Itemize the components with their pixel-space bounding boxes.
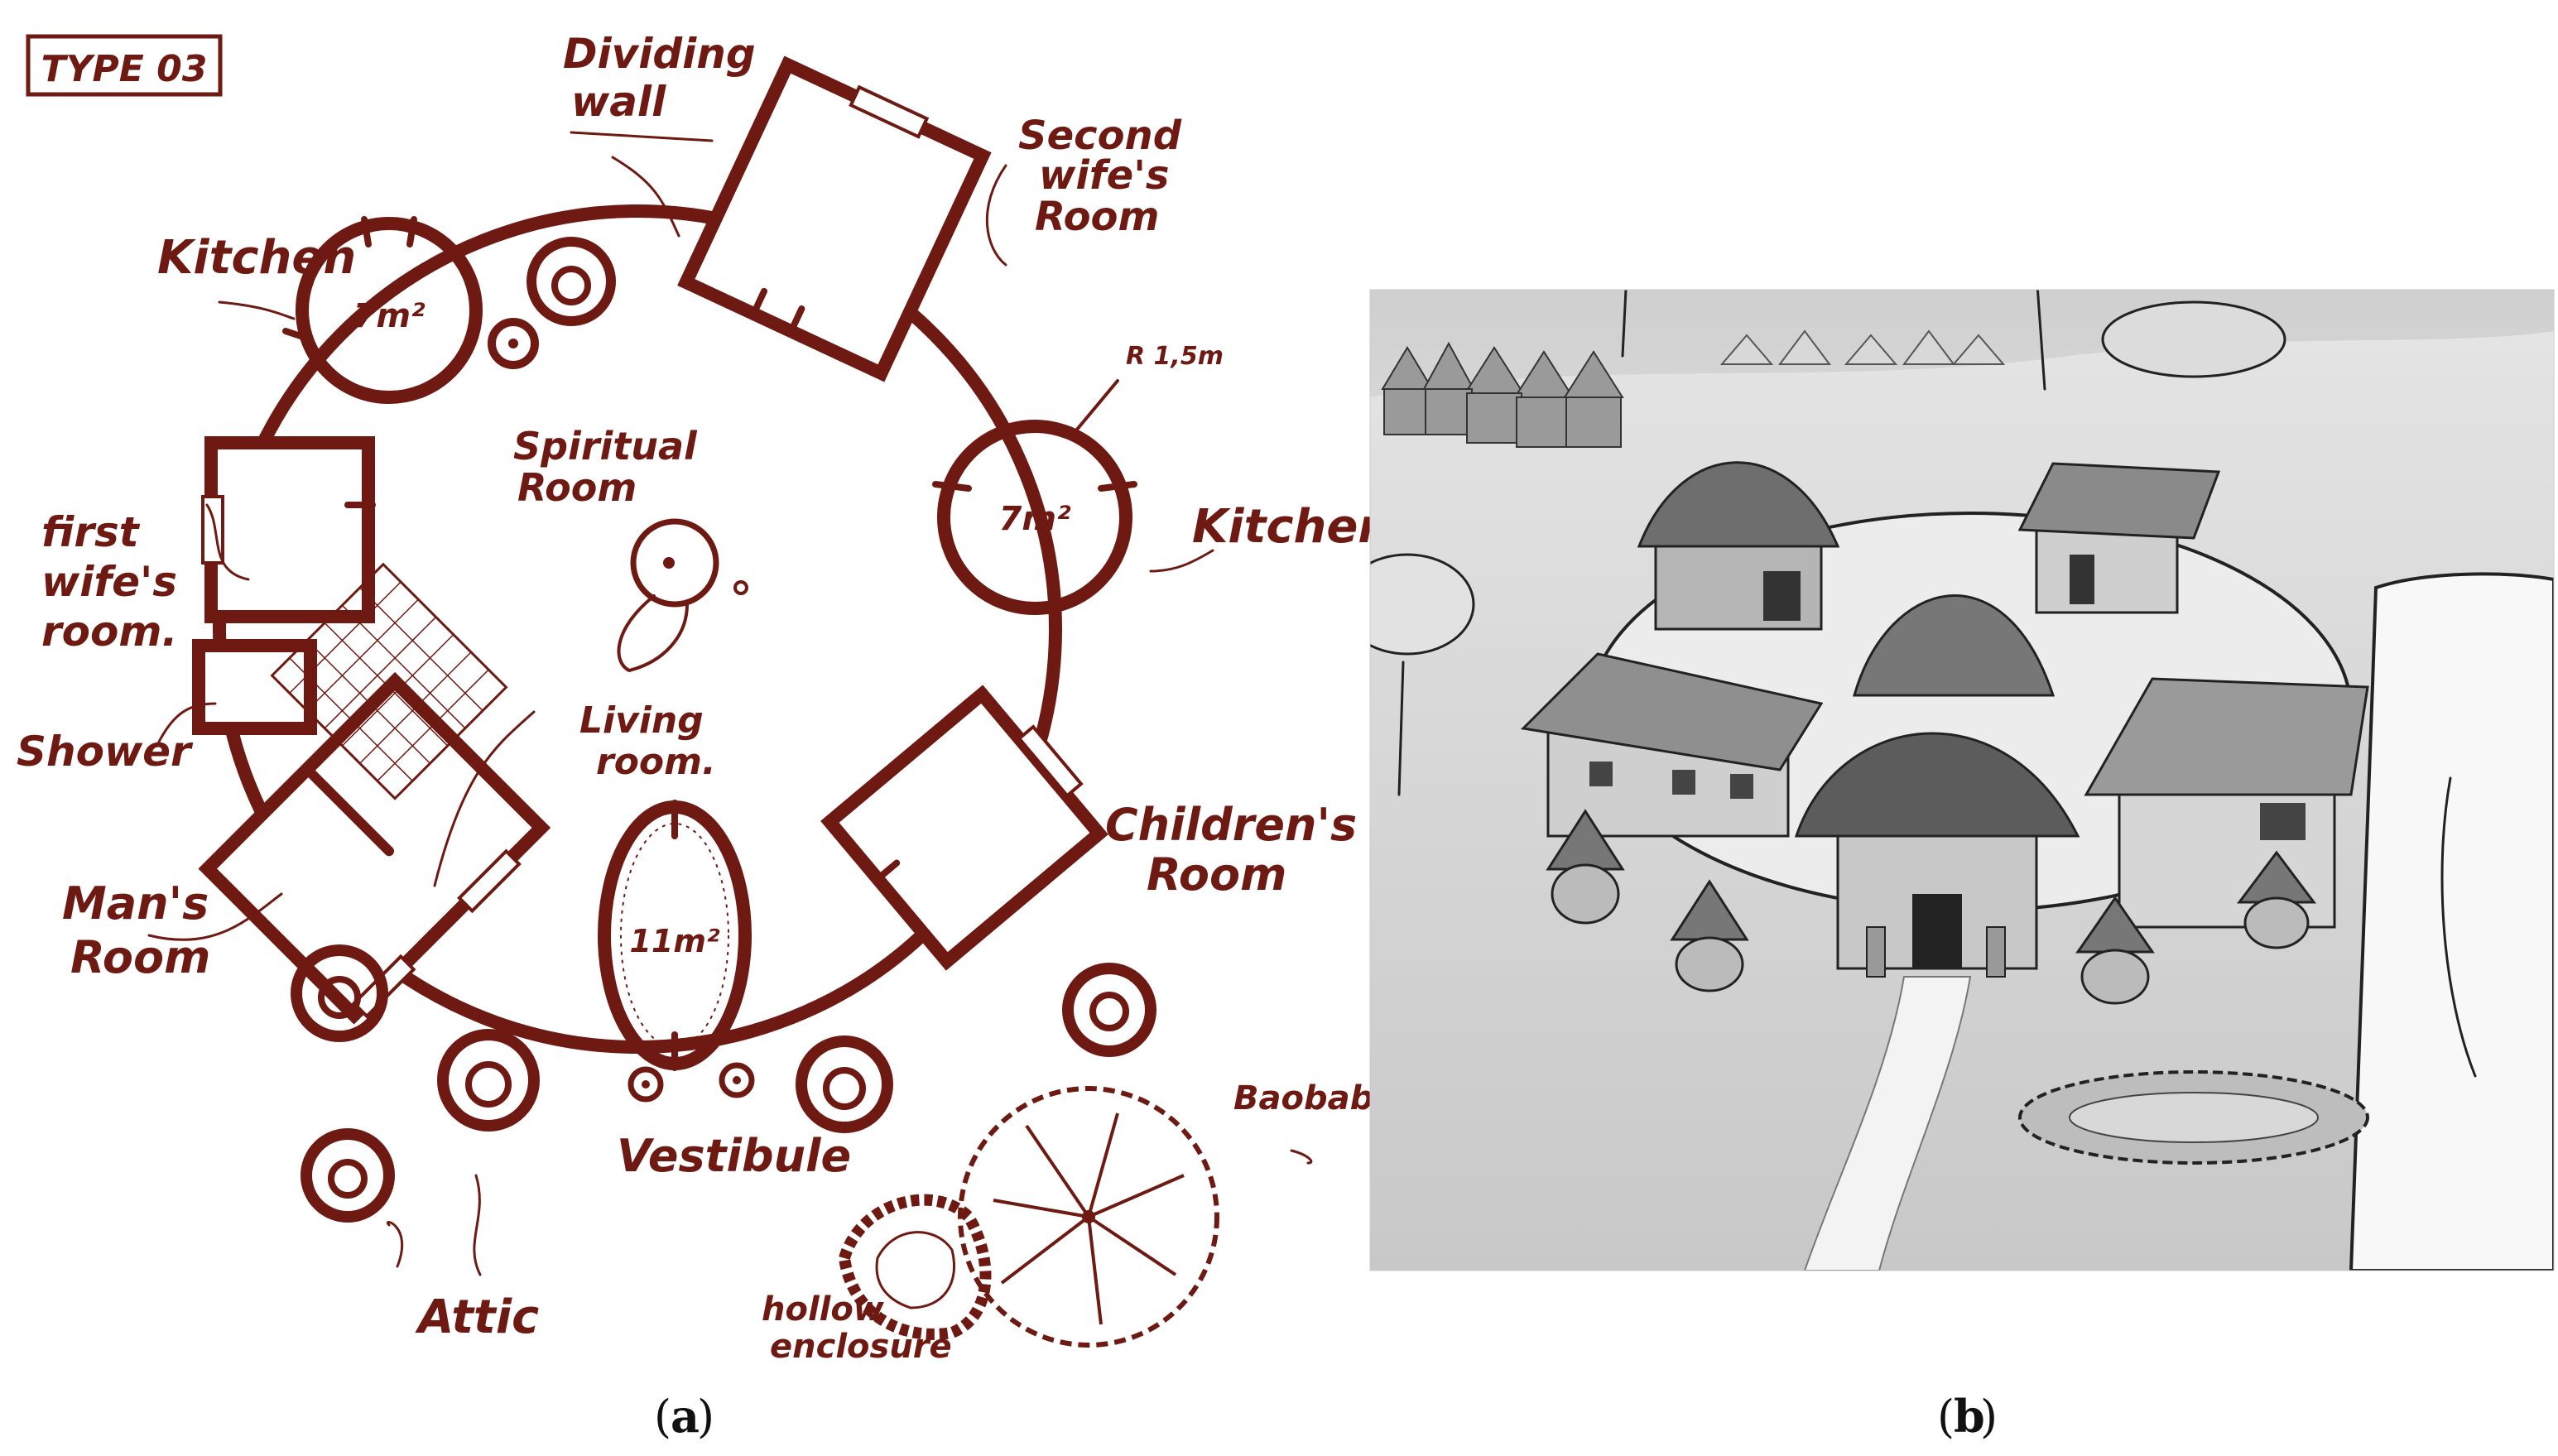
left-tree xyxy=(1370,553,1475,796)
caption-b: ( b ) xyxy=(1937,1390,1998,1443)
distant-huts xyxy=(1381,341,1624,448)
label-man-2: Room xyxy=(70,931,210,983)
sketch-granaries xyxy=(1546,809,2316,1005)
label-first-wife-3: room. xyxy=(41,608,177,656)
granary-bottom-4 xyxy=(1062,963,1156,1057)
granary-bottom-1 xyxy=(291,944,388,1042)
hollow-enclosure-plan xyxy=(838,1194,992,1340)
man-room xyxy=(198,562,551,1025)
leader-lines xyxy=(147,156,1313,1276)
label-kitchen-left: Kitchen xyxy=(157,231,356,285)
label-second-wife-1: Second xyxy=(1018,113,1182,159)
second-wife-room xyxy=(677,55,992,382)
label-radius: R 1,5m xyxy=(1126,342,1224,371)
caption-a-letter: a xyxy=(671,1390,700,1443)
label-shower: Shower xyxy=(17,728,194,776)
granary-top-2 xyxy=(488,318,539,369)
granary-top-1 xyxy=(527,237,616,326)
type-label: TYPE 03 xyxy=(41,48,208,90)
rect-house-right xyxy=(2084,677,2369,929)
type-label-box: TYPE 03 xyxy=(26,34,223,97)
background-trees xyxy=(1621,290,2286,391)
background-huts xyxy=(1719,329,2006,365)
svg-text:(: ( xyxy=(654,1391,671,1443)
granary-bottom-2 xyxy=(437,1029,540,1132)
label-kitchen-right: Kitchen xyxy=(1192,500,1391,554)
svg-text:): ) xyxy=(697,1391,714,1443)
caption-b-letter: b xyxy=(1954,1390,1985,1443)
baobab-trunk xyxy=(2349,572,2554,1271)
main-round-hut xyxy=(1794,732,2080,978)
baobab-tree-plan xyxy=(958,1086,1219,1348)
label-living-1: Living xyxy=(579,699,704,742)
shower-room xyxy=(192,639,317,735)
kitchen-left-area: 7m² xyxy=(353,297,426,335)
granary-bottom-5 xyxy=(301,1128,395,1223)
kitchen-left-room: 7m² xyxy=(282,216,483,404)
svg-text:): ) xyxy=(1980,1391,1998,1443)
spiritual-room xyxy=(617,518,748,672)
kitchen-right-area: 7m² xyxy=(998,500,1071,538)
label-dividing-wall-2: wall xyxy=(571,78,666,126)
kitchen-right-room: 7m² xyxy=(932,379,1137,615)
label-living-2: room. xyxy=(596,741,716,783)
vestibule-area: 11m² xyxy=(629,923,719,959)
first-wife-room xyxy=(201,436,376,623)
label-second-wife-3: Room xyxy=(1035,194,1160,240)
label-hollow-1: hollow xyxy=(762,1290,885,1329)
label-vestibule: Vestibule xyxy=(617,1130,851,1182)
label-attic: Attic xyxy=(415,1290,539,1344)
plan-labels: Dividing wall Second wife's Room Kitchen… xyxy=(17,30,1391,1366)
label-second-wife-2: wife's xyxy=(1039,152,1170,199)
panel-a-floor-plan: TYPE 03 7m² 7m² xyxy=(17,30,1391,1443)
panel-b-village-sketch: ( b ) xyxy=(1369,289,2555,1443)
children-room xyxy=(820,685,1108,971)
attic-granaries xyxy=(291,237,1156,1223)
granary-bottom-3 xyxy=(796,1036,893,1133)
rect-house-back-right xyxy=(2017,462,2221,614)
label-hollow-2: enclosure xyxy=(770,1328,952,1366)
vestibule-pots xyxy=(627,1062,755,1103)
label-children-1: Children's xyxy=(1105,799,1357,851)
label-first-wife-2: wife's xyxy=(41,558,177,606)
label-spiritual-1: Spiritual xyxy=(513,424,698,469)
label-spiritual-2: Room xyxy=(517,465,637,510)
label-first-wife-1: first xyxy=(41,508,141,556)
label-children-2: Room xyxy=(1147,848,1286,901)
entrance-path xyxy=(1803,976,1972,1271)
label-baobab: Baobab xyxy=(1233,1079,1373,1117)
caption-a: ( a ) xyxy=(654,1390,714,1443)
vestibule-room: 11m² xyxy=(598,800,752,1071)
round-hut-middle xyxy=(1853,594,2056,697)
round-hut-back xyxy=(1637,461,1840,631)
label-dividing-wall-1: Dividing xyxy=(563,30,756,78)
svg-text:(: ( xyxy=(1937,1391,1955,1443)
label-man-1: Man's xyxy=(62,877,209,930)
